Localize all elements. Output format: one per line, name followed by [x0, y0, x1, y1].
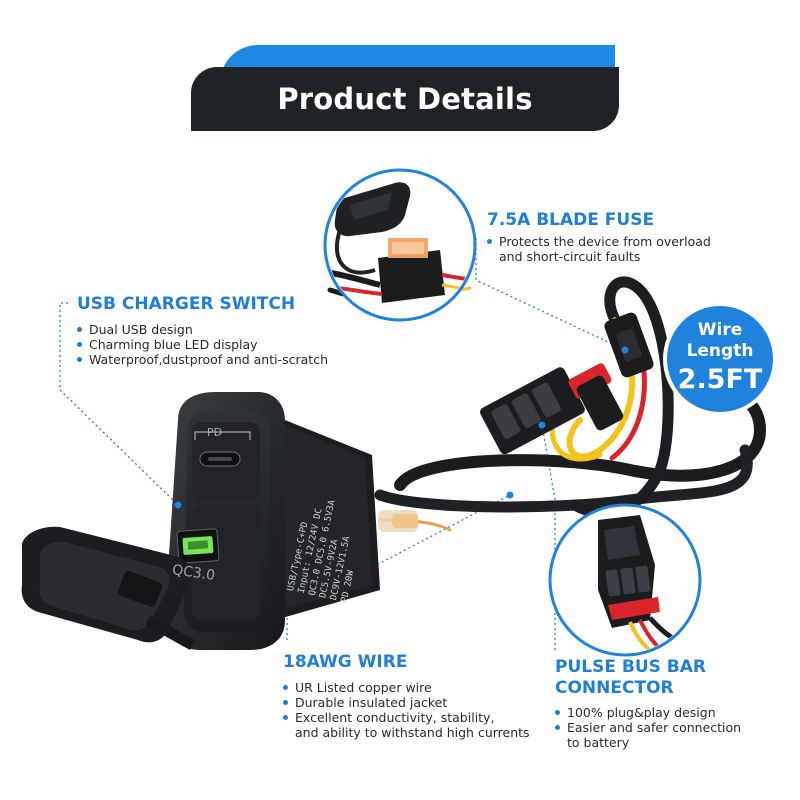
wire-title: 18AWG WIRE: [283, 652, 408, 672]
connector-title-line1: PULSE BUS BAR: [555, 657, 706, 677]
wire-features: UR Listed copper wire Durable insulated …: [283, 680, 530, 740]
page-title: Product Details: [277, 82, 533, 116]
usb-charger-switch: [21, 392, 380, 650]
fuse-inset: [323, 168, 477, 322]
banner-background: [191, 67, 619, 131]
feature-item: to battery: [567, 735, 630, 750]
feature-item: Protects the device from overload: [487, 234, 711, 249]
feature-item: Charming blue LED display: [77, 337, 328, 352]
feature-item: and short-circuit faults: [499, 249, 641, 264]
wire-length-value: 2.5FT: [677, 364, 763, 395]
feature-item: Easier and safer connection: [555, 720, 741, 735]
usb-switch-title: USB CHARGER SWITCH: [77, 294, 296, 314]
connector-inset: [548, 503, 702, 657]
feature-item: Waterproof,dustproof and anti-scratch: [77, 352, 328, 367]
feature-item: UR Listed copper wire: [283, 680, 530, 695]
connector-features: 100% plug&play design Easier and safer c…: [555, 705, 741, 750]
feature-item: 100% plug&play design: [555, 705, 741, 720]
feature-item: Durable insulated jacket: [283, 695, 530, 710]
feature-item: Excellent conductivity, stability,: [283, 710, 530, 725]
connector-title-line2: CONNECTOR: [555, 678, 674, 698]
pd-label: PD: [206, 425, 223, 440]
feature-item: Dual USB design: [77, 322, 328, 337]
wire-length-line2: Length: [686, 341, 754, 361]
ring-terminal: [378, 510, 418, 532]
fuse-features: Protects the device from overload and sh…: [487, 234, 711, 264]
usb-switch-features: Dual USB design Charming blue LED displa…: [77, 322, 328, 367]
callout-dots: [174, 346, 629, 509]
wire-length-badge: Wire Length 2.5FT: [667, 306, 773, 412]
fuse-title: 7.5A BLADE FUSE: [487, 210, 655, 230]
feature-item: and ability to withstand high currents: [295, 725, 530, 740]
inline-fuse-holder: [604, 312, 654, 378]
wire-length-line1: Wire: [697, 320, 743, 340]
harness-connector: [480, 363, 624, 455]
